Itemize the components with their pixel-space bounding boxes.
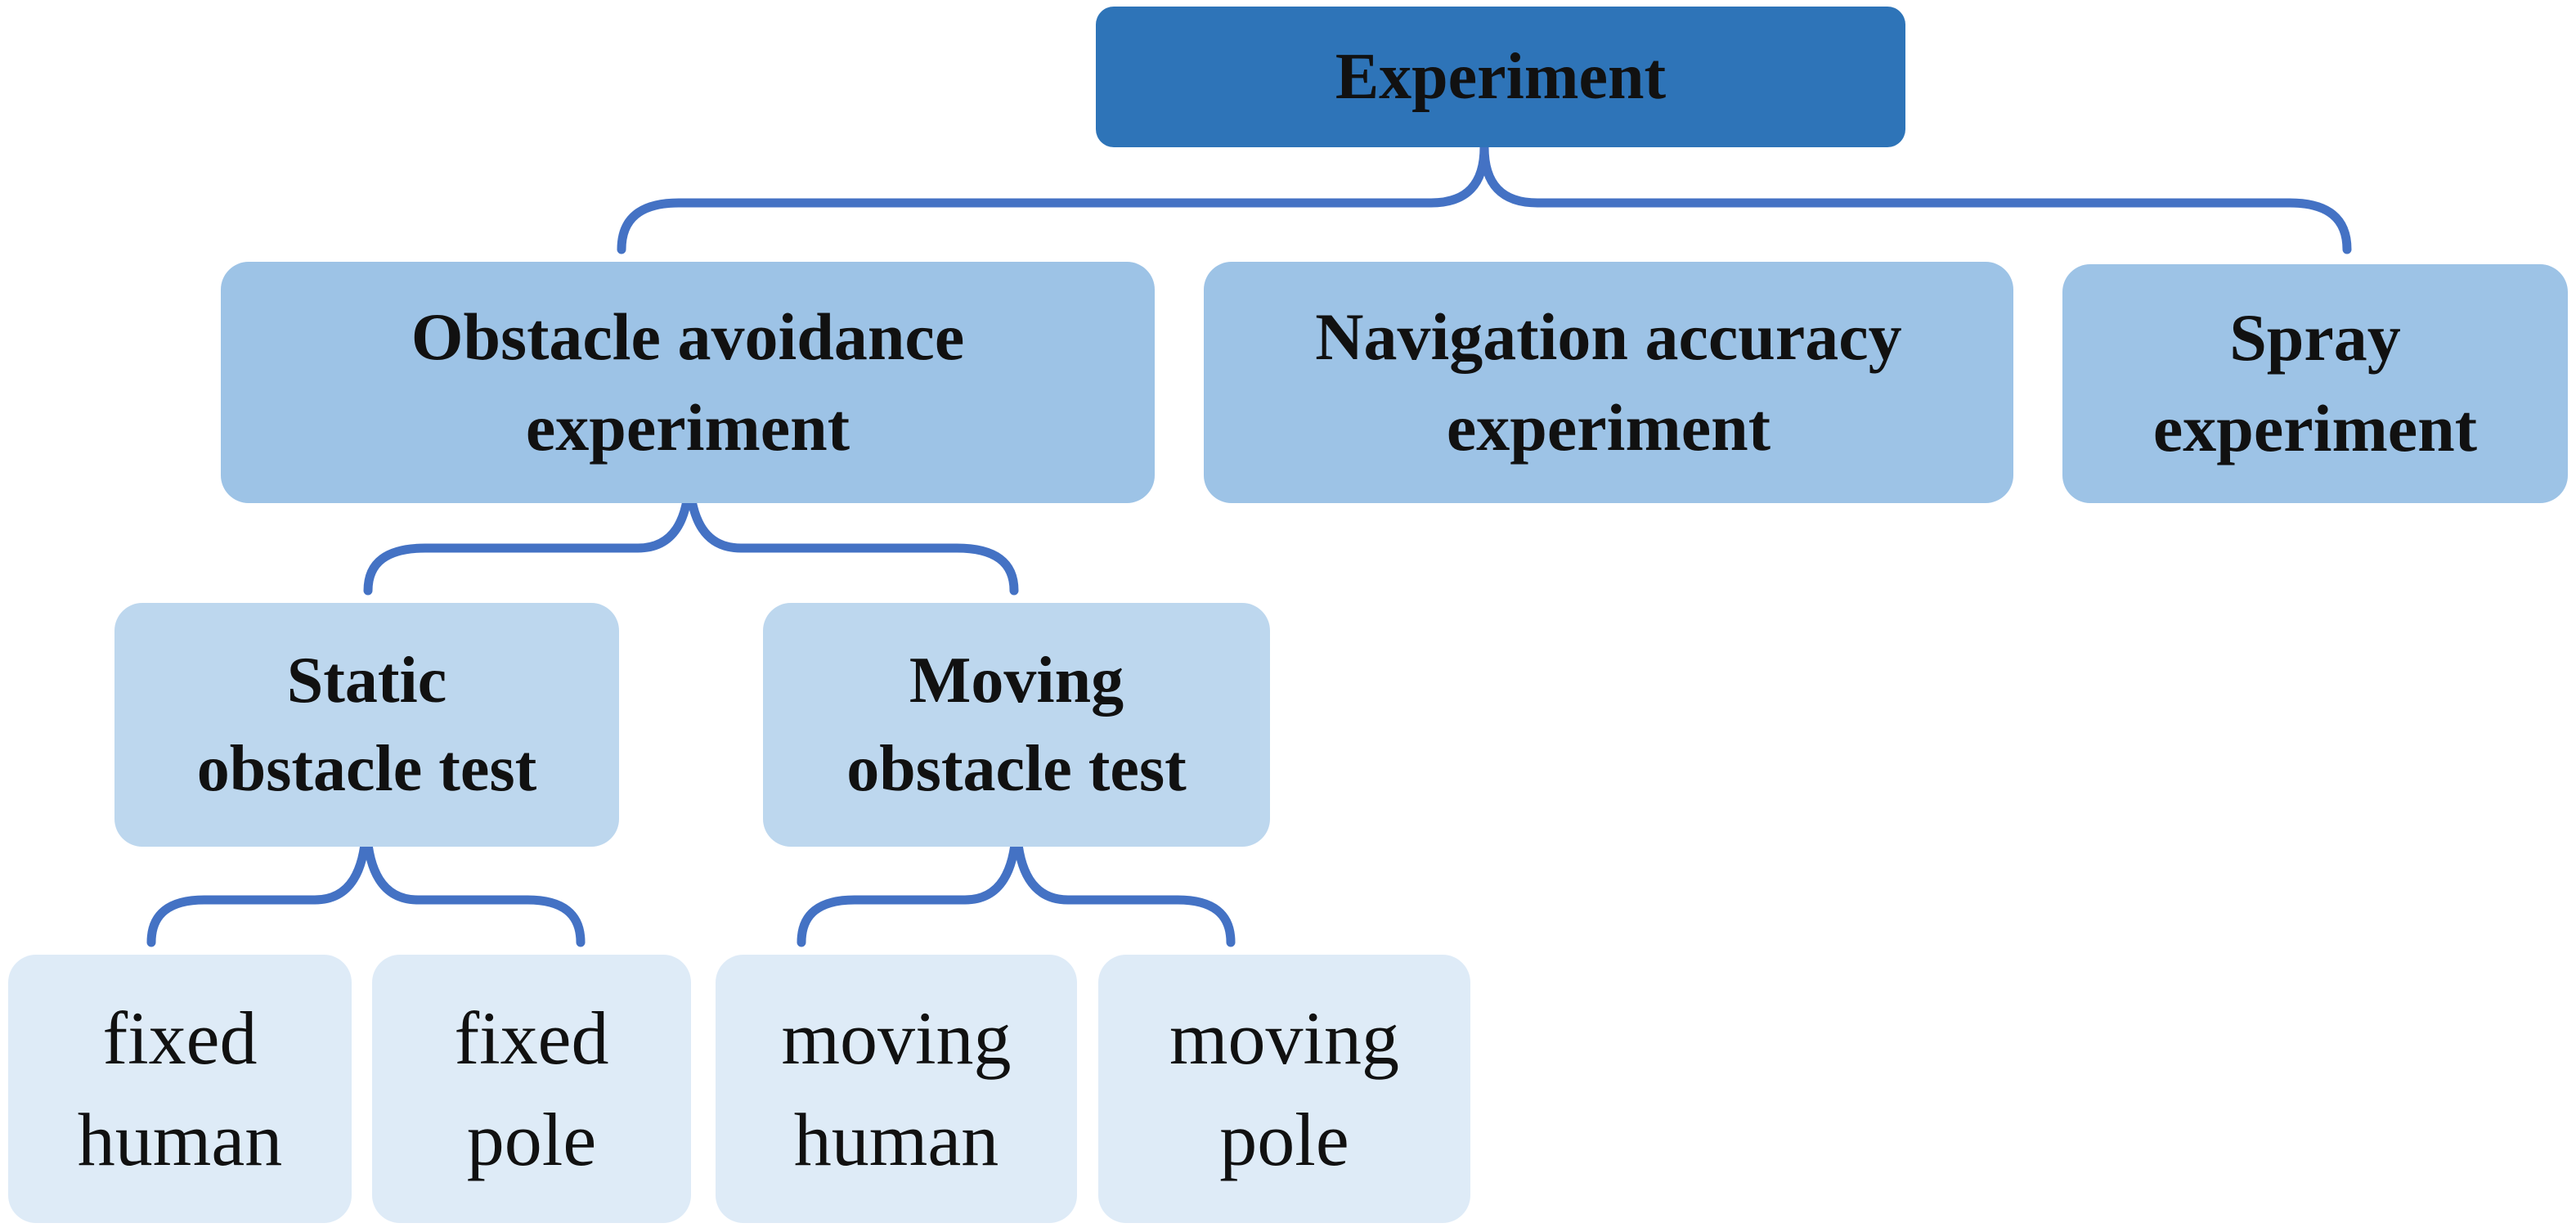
root-brace-connector bbox=[617, 142, 2352, 254]
node-label: Navigation accuracy experiment bbox=[1315, 299, 1902, 465]
root-node-experiment: Experiment bbox=[1096, 7, 1905, 147]
node-label: Obstacle avoidance experiment bbox=[411, 299, 965, 465]
node-label: fixed human bbox=[77, 996, 283, 1181]
node-label: Moving obstacle test bbox=[846, 645, 1187, 805]
node-moving-pole: moving pole bbox=[1098, 955, 1470, 1223]
node-static-obstacle-test: Static obstacle test bbox=[114, 603, 619, 847]
node-label: moving human bbox=[781, 996, 1012, 1181]
node-navigation-accuracy-experiment: Navigation accuracy experiment bbox=[1204, 262, 2013, 503]
node-moving-obstacle-test: Moving obstacle test bbox=[763, 603, 1270, 847]
node-obstacle-avoidance-experiment: Obstacle avoidance experiment bbox=[221, 262, 1155, 503]
node-label: fixed pole bbox=[454, 996, 609, 1181]
node-fixed-pole: fixed pole bbox=[372, 955, 691, 1223]
node-fixed-human: fixed human bbox=[8, 955, 352, 1223]
node-spray-experiment: Spray experiment bbox=[2062, 264, 2568, 503]
node-label: Spray experiment bbox=[2152, 300, 2478, 465]
node-moving-human: moving human bbox=[716, 955, 1077, 1223]
node-label: Static obstacle test bbox=[196, 645, 537, 805]
root-node-label: Experiment bbox=[1335, 41, 1667, 113]
node-label: moving pole bbox=[1169, 996, 1400, 1181]
